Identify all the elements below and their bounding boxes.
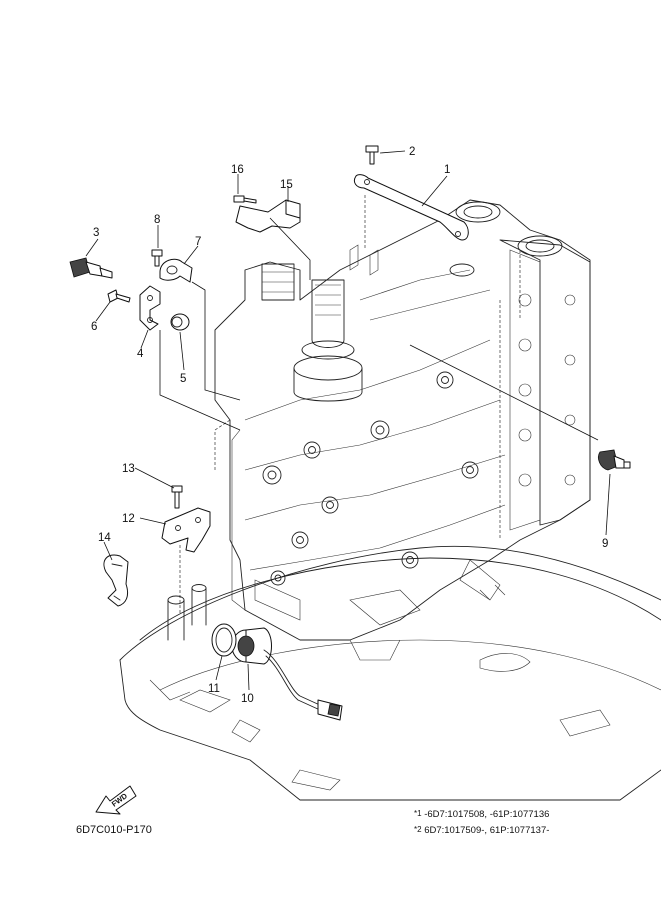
part-15-bracket [235,199,301,233]
fwd-arrow: FWD [95,785,137,815]
part-3-sensor [69,257,113,279]
callout-4: 4 [137,348,144,360]
callout-14: 14 [98,532,111,544]
note-text: -6D7:1017508, -61P:1077136 [424,809,550,820]
callout-13: 13 [122,463,135,475]
callout-10: 10 [241,693,254,705]
callout-labels: 1 2 3 4 5 6 7 8 9 10 11 12 13 14 15 16 [91,146,608,705]
callout-11: 11 [208,683,220,695]
note-mark: *2 [414,825,422,834]
serial-note-1: *1 -6D7:1017508, -61P:1077136 [414,806,549,822]
callout-15: 15 [280,179,293,191]
part-5-grommet [170,313,190,331]
part-8-screw [151,249,163,267]
serial-notes: *1 -6D7:1017508, -61P:1077136 *2 6D7:101… [414,806,549,838]
callout-8: 8 [154,214,160,226]
part-2-bolt [365,145,379,165]
callout-9: 9 [602,538,608,550]
callout-5: 5 [180,373,186,385]
callout-16: 16 [231,164,244,176]
diagram-code: 6D7C010-P170 [76,824,152,836]
callout-6: 6 [91,321,97,333]
callout-2: 2 [409,146,415,158]
callout-7: 7 [195,236,201,248]
part-9-sensor [598,449,631,471]
note-text: 6D7:1017509-, 61P:1077137- [424,825,550,836]
bottom-cowling [119,545,661,801]
callout-3: 3 [93,227,99,239]
part-14-clip [103,554,129,607]
serial-note-2: *2 6D7:1017509-, 61P:1077137- [414,822,549,838]
callout-12: 12 [122,513,135,525]
part-11-o-ring [211,623,237,657]
part-10-harness-sensor [231,627,343,721]
engine-block [167,195,591,661]
part-4-plate [139,285,161,331]
part-1-bracket-strap [353,174,469,241]
part-13-screw [171,485,183,509]
callout-1: 1 [444,164,450,176]
part-6-bolt [107,289,131,303]
note-mark: *1 [414,809,422,818]
part-12-bracket [161,507,211,553]
part-16-bolt [233,195,257,204]
part-7-clamp [159,258,193,283]
leader-lines [85,150,611,691]
